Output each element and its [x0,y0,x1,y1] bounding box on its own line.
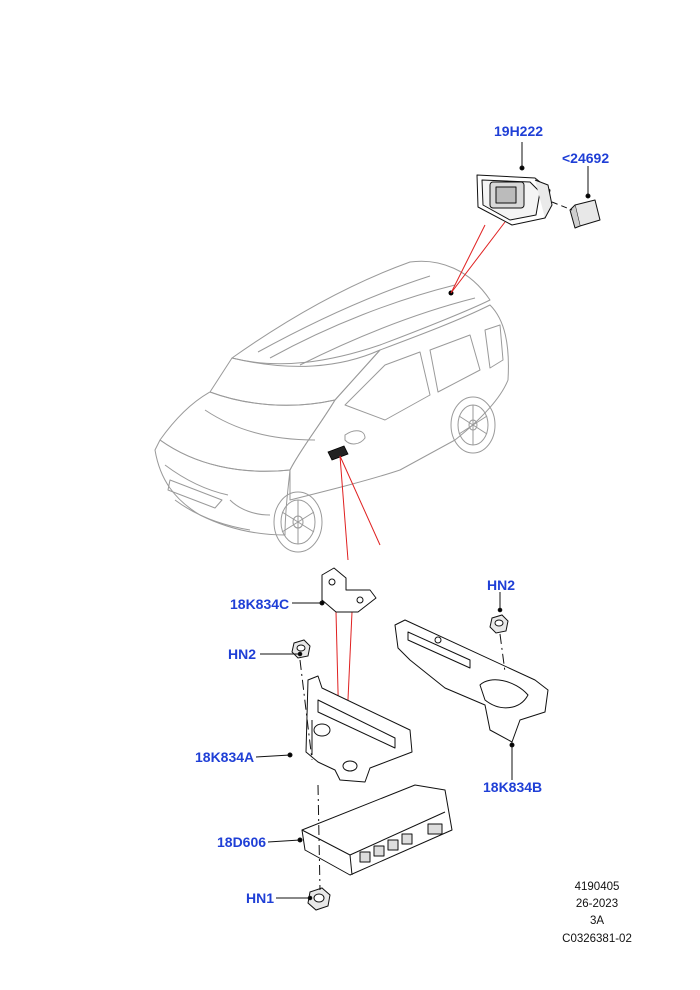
sheet-label: 3A [589,915,605,927]
bracket-18k834c [319,567,377,613]
connector-part [569,193,601,229]
callout-18k834c[interactable]: 18K834C [230,596,290,612]
bracket-18k834a [287,675,413,783]
illustration-id: C0326381-02 [562,933,632,945]
nut-hn2-right [489,607,509,634]
reference-number: 4190405 [574,881,620,893]
leader-lines [335,221,506,771]
callout-24692[interactable]: <24692 [562,150,610,166]
date-code: 26-2023 [575,898,619,910]
callout-19h222[interactable]: 19H222 [494,123,544,139]
vehicle-outline [154,260,509,553]
connector-dash-line [551,201,573,211]
nut-hn2-left [291,639,311,659]
bracket-18k834b [394,619,549,748]
callout-18k834a[interactable]: 18K834A [195,749,255,765]
module-18d606 [297,784,453,876]
callout-leaders [255,142,589,899]
module-location-marker [327,445,349,461]
callout-18d606[interactable]: 18D606 [217,834,267,850]
nut-hn1 [307,887,331,911]
callout-hn1[interactable]: HN1 [246,890,275,906]
camera-assembly [476,165,553,226]
assembly-centerlines [299,633,506,891]
callout-hn2-left[interactable]: HN2 [228,646,257,662]
callout-18k834b[interactable]: 18K834B [483,779,543,795]
callout-hn2-right[interactable]: HN2 [487,577,516,593]
